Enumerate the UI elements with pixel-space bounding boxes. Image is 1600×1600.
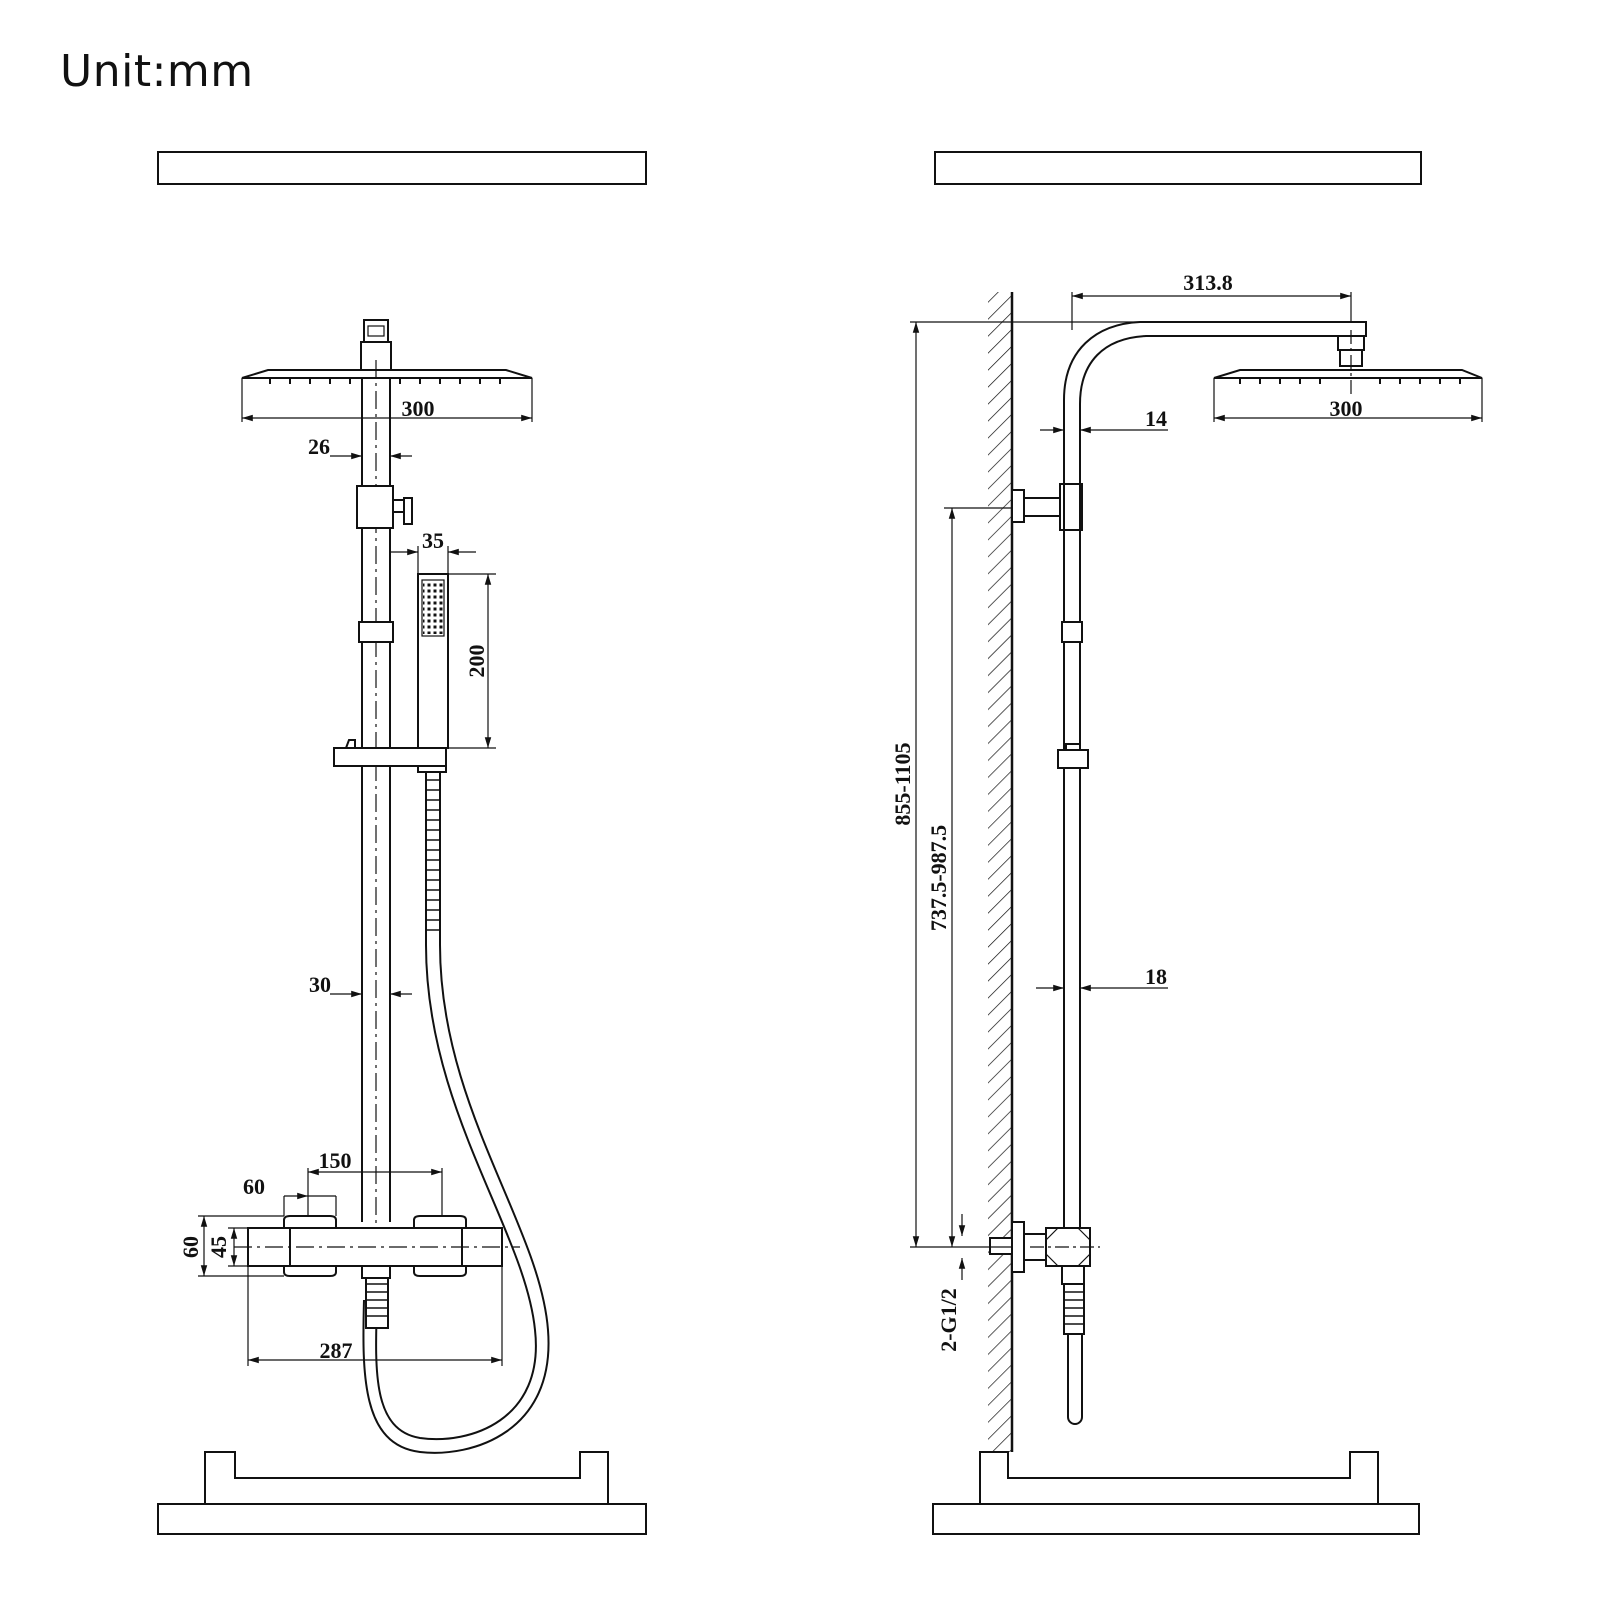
bathtub-front [204, 1451, 609, 1504]
rail-joint [358, 621, 394, 643]
wall [988, 292, 1014, 1452]
dim-valve-height-inner: 45 [206, 1236, 231, 1258]
shower-arm [1063, 321, 1367, 430]
diverter-knob [403, 497, 413, 525]
upper-wall-bracket [1011, 483, 1083, 531]
floor-slab-front [157, 1503, 647, 1535]
dim-hand-width: 35 [422, 528, 444, 553]
thermostatic-valve [234, 1215, 520, 1279]
dim-inlet: 2-G1/2 [936, 1288, 961, 1352]
rail-joint-side [1061, 621, 1083, 643]
front-view [198, 319, 550, 1454]
ceiling-slab-side [934, 151, 1422, 185]
dim-knob: 60 [243, 1174, 265, 1199]
side-dimensions [910, 292, 1483, 1280]
rain-shower-head-side [1213, 330, 1483, 396]
shower-hose [362, 772, 550, 1454]
dim-valve-length: 287 [320, 1338, 353, 1363]
dim-hand-length: 200 [464, 645, 489, 678]
dim-arm-reach: 313.8 [1183, 270, 1233, 295]
side-view [910, 292, 1483, 1452]
dim-side-head-width: 300 [1330, 396, 1363, 421]
diverter-block [356, 485, 394, 529]
hand-shower [417, 573, 449, 749]
valve-side [989, 1221, 1100, 1425]
dim-valve-spacing: 150 [319, 1148, 352, 1173]
dim-front-head-width: 300 [402, 396, 435, 421]
dim-valve-height-outer: 60 [178, 1236, 203, 1258]
unit-label: Unit:mm [60, 46, 254, 97]
dim-total-height: 855-1105 [890, 742, 915, 825]
floor-slab-side [932, 1503, 1420, 1535]
bathtub-side [979, 1451, 1379, 1504]
front-dimensions [198, 378, 533, 1366]
slider-holder [333, 739, 447, 773]
dim-front-arm: 26 [308, 434, 330, 459]
dim-lower-pipe: 18 [1145, 964, 1167, 989]
ceiling-slab-front [157, 151, 647, 185]
rain-shower-head [241, 369, 533, 384]
dim-rail-height: 737.5-987.5 [926, 825, 951, 931]
dim-upper-pipe: 14 [1145, 406, 1167, 431]
slider-side [1057, 749, 1089, 769]
dim-rail: 30 [309, 972, 331, 997]
